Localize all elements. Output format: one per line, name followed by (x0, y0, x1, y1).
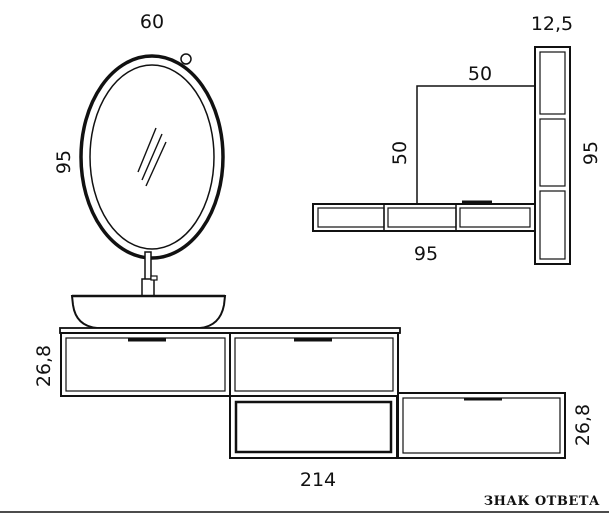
vessel-basin (70, 295, 227, 329)
cabinet-upper-left (60, 332, 231, 397)
oval-mirror (79, 53, 225, 260)
total-width-label: 214 (300, 469, 336, 491)
mirror-reflection-icon (137, 127, 167, 187)
cabinet-left-height-label: 26,8 (33, 345, 55, 387)
column-height-label: 95 (580, 141, 602, 165)
mirror-width-label: 60 (140, 11, 164, 33)
cabinet-upper-right (229, 332, 399, 397)
open-shelf-width-label: 95 (414, 243, 438, 265)
open-shelf-95 (312, 200, 536, 232)
brand-label: ЗНАК ОТВЕТА (484, 494, 600, 509)
shelf-height-label: 50 (389, 141, 411, 165)
cabinet-right-height-label: 26,8 (572, 404, 594, 446)
column-width-label: 12,5 (531, 13, 573, 35)
mirror-mount-icon (180, 53, 192, 65)
vertical-column-unit (534, 46, 571, 265)
shelf-top-width-label: 50 (468, 63, 492, 85)
wall-shelf-bracket (416, 85, 536, 204)
faucet (141, 251, 158, 297)
cabinet-lower-open-shelf (229, 395, 398, 459)
mirror-height-label: 95 (53, 150, 75, 174)
cabinet-lower-right (397, 392, 566, 459)
